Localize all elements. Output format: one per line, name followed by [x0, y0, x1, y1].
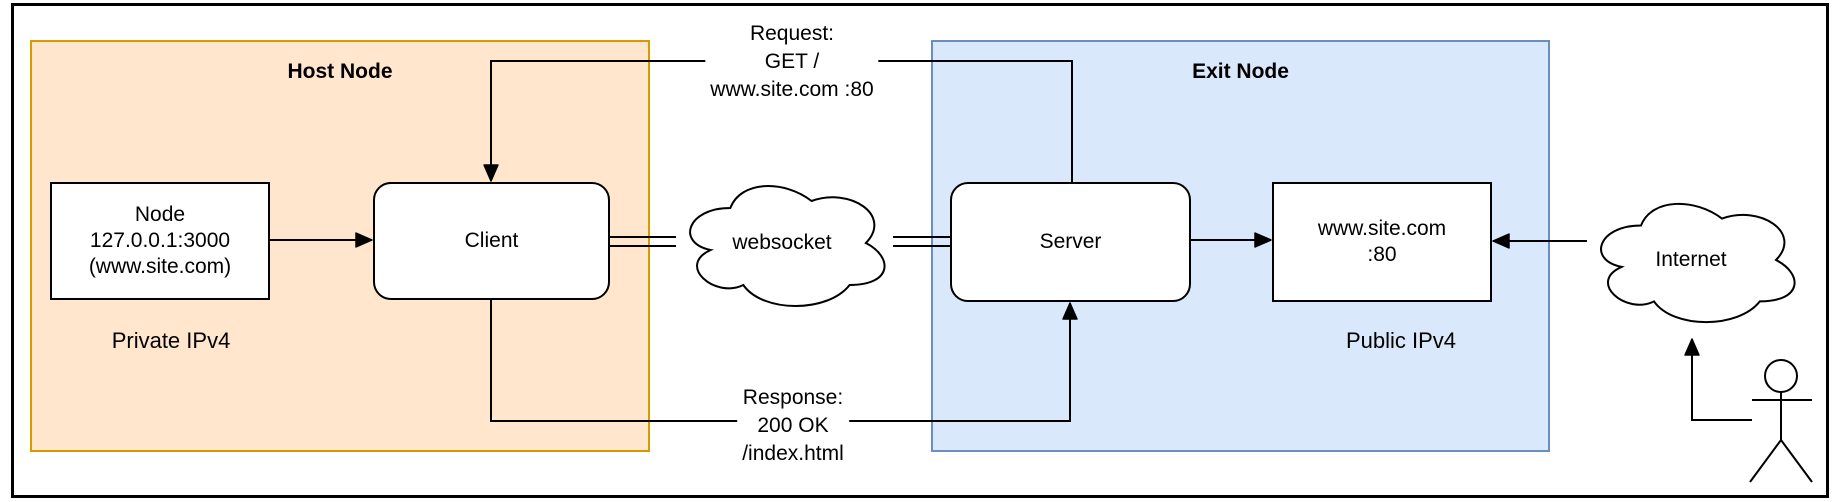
- server-box: Server: [950, 182, 1191, 302]
- request-label-line3: www.site.com :80: [710, 78, 874, 101]
- websocket-cloud-label: websocket: [732, 231, 832, 254]
- client-websocket-link: [610, 236, 676, 247]
- websocket-cloud-shape: [689, 185, 886, 307]
- internet-cloud-shape: [1600, 202, 1796, 324]
- internet-cloud-label: Internet: [1655, 248, 1727, 271]
- client-box: Client: [373, 182, 610, 300]
- node-box-line1: Node: [134, 203, 186, 226]
- response-edge-label: Response: 200 OK /index.html: [737, 384, 849, 468]
- site-box-line2: :80: [1367, 243, 1397, 266]
- node-box-line3: (www.site.com): [88, 255, 232, 278]
- private-ipv4-label: Private IPv4: [111, 328, 231, 353]
- response-label-line2: 200 OK: [757, 414, 829, 437]
- response-label-line3: /index.html: [742, 442, 844, 465]
- request-edge-label: Request: GET / www.site.com :80: [705, 20, 879, 104]
- client-label: Client: [464, 229, 519, 252]
- user-to-internet-arrow: [1684, 338, 1752, 421]
- public-ipv4-label: Public IPv4: [1345, 328, 1457, 353]
- host-node-title: Host Node: [287, 60, 393, 83]
- site-box-line1: www.site.com: [1317, 217, 1447, 240]
- node-box-line2: 127.0.0.1:3000: [89, 229, 231, 252]
- node-box: Node 127.0.0.1:3000 (www.site.com): [50, 182, 270, 300]
- response-label-line1: Response:: [742, 386, 844, 409]
- user-stick-figure-icon: [1749, 359, 1813, 483]
- exit-node-title: Exit Node: [1192, 60, 1289, 83]
- request-label-line1: Request:: [749, 22, 835, 45]
- websocket-server-link: [893, 236, 950, 247]
- request-label-line2: GET /: [764, 50, 820, 73]
- site-box: www.site.com :80: [1272, 182, 1492, 302]
- diagram-outer-border: [11, 3, 1829, 498]
- server-label: Server: [1039, 230, 1102, 253]
